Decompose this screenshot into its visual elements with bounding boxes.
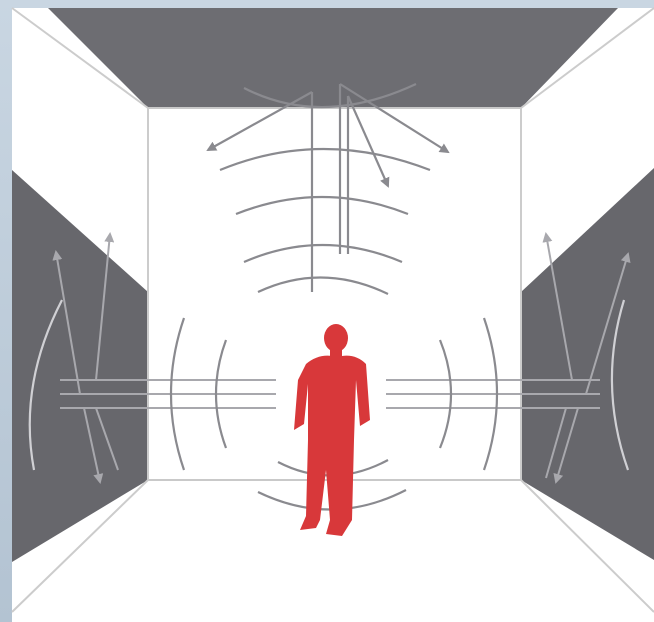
ceiling-panel	[48, 8, 618, 108]
